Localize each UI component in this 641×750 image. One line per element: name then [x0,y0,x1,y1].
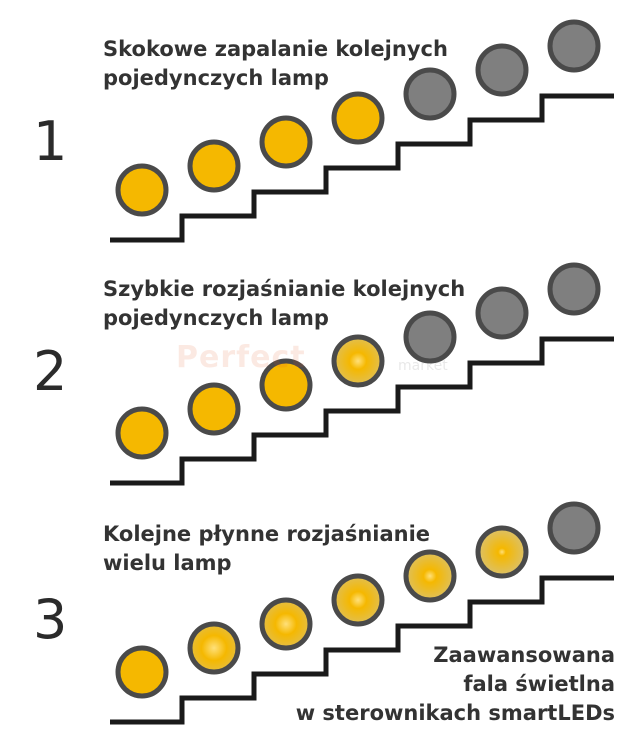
lamp-3-1 [115,645,169,699]
lamp-1-7 [547,19,601,73]
section-2-title-line-1: Szybkie rozjaśnianie kolejnych [103,277,466,301]
lamp-1-4 [331,91,385,145]
section-3-title: Kolejne płynne rozjaśnianie wielu lamp [103,520,430,578]
note-line-2: fala świetlna [463,672,615,696]
section-3-title-line-2: wielu lamp [103,551,232,575]
staircase-2 [110,336,614,486]
lamp-2-6 [475,286,529,340]
lamp-3-4 [331,573,385,627]
lamp-3-7 [547,501,601,555]
section-2-title: Szybkie rozjaśnianie kolejnych pojedyncz… [103,275,465,333]
lamp-1-3 [259,115,313,169]
lamp-2-2 [187,382,241,436]
lamp-3-3 [259,597,313,651]
staircase-1 [110,93,614,243]
note-line-3: w sterownikach smartLEDs [295,701,615,725]
lamp-2-7 [547,262,601,316]
lamp-2-5 [403,310,457,364]
section-2-number: 2 [33,340,68,403]
section-1-title-line-2: pojedynczych lamp [103,66,329,90]
staircase-3 [110,575,614,725]
section-1-number: 1 [33,110,68,173]
lamp-1-2 [187,139,241,193]
lamp-2-1 [115,406,169,460]
lamp-3-6 [475,525,529,579]
lamp-1-6 [475,43,529,97]
lamp-1-1 [115,163,169,217]
lamp-3-2 [187,621,241,675]
section-3-number: 3 [33,588,68,651]
smartleds-note: Zaawansowana fala świetlna w sterownikac… [296,641,615,728]
section-3-title-line-1: Kolejne płynne rozjaśnianie [103,522,431,546]
section-1-title-line-1: Skokowe zapalanie kolejnych [103,37,448,61]
lamp-2-3 [259,358,313,412]
note-line-1: Zaawansowana [433,643,615,667]
section-2-title-line-2: pojedynczych lamp [103,306,329,330]
lamp-1-5 [403,67,457,121]
lamp-2-4 [331,334,385,388]
section-1-title: Skokowe zapalanie kolejnych pojedynczych… [103,35,448,93]
lamp-3-5 [403,549,457,603]
